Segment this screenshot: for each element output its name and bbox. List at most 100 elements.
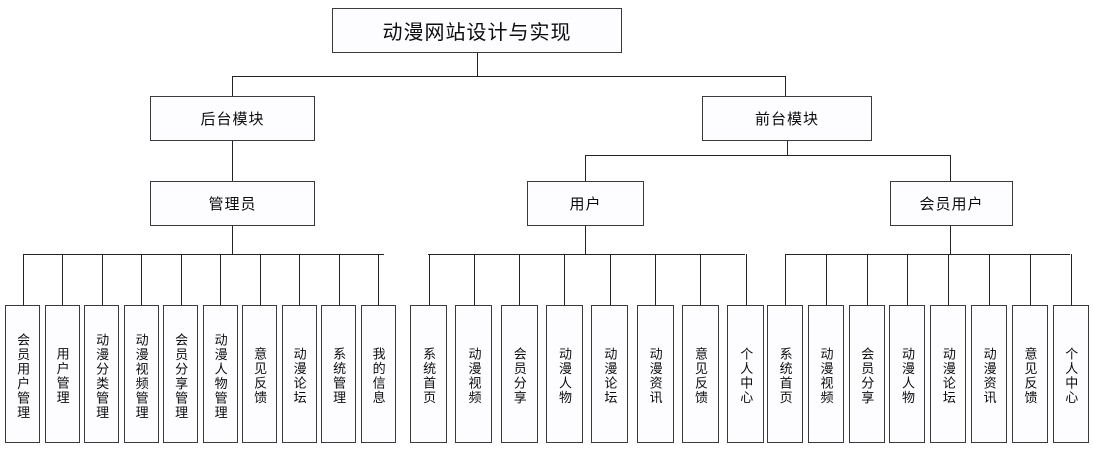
leaf-admin-drop-5 [180, 254, 182, 305]
leaf-member-8: 个人中心 [1052, 305, 1089, 443]
leaf-admin-1-label: 会员用户管理 [15, 332, 31, 420]
leaf-member-drop-4 [907, 254, 909, 305]
leaf-member-3: 会员分享 [848, 305, 885, 443]
leaf-user-drop-6 [655, 254, 656, 305]
leaf-member-1: 系统首页 [767, 305, 803, 443]
leaf-admin-6: 动漫人物管理 [202, 305, 238, 443]
leaf-user-drop-5 [609, 254, 611, 305]
leaf-user-5-label: 动漫论坛 [602, 347, 618, 405]
node-user: 用户 [527, 181, 644, 226]
leaf-member-drop-1 [785, 254, 786, 305]
leaf-member-3-label: 会员分享 [859, 347, 875, 405]
leaf-member-4: 动漫人物 [889, 305, 926, 443]
node-frontend-module-label: 前台模块 [754, 111, 819, 128]
leaf-admin-7-label: 意见反馈 [252, 347, 268, 405]
leaf-member-7-label: 意见反馈 [1022, 347, 1038, 405]
leaf-member-6: 动漫资讯 [971, 305, 1007, 443]
leaf-user-4: 动漫人物 [545, 305, 583, 443]
leaf-user-2: 动漫视频 [455, 305, 493, 443]
leaf-user-8: 个人中心 [727, 305, 765, 443]
node-frontend-module: 前台模块 [702, 96, 872, 141]
leaf-admin-3-label: 动漫分类管理 [94, 332, 110, 420]
leaf-admin-3: 动漫分类管理 [84, 305, 119, 443]
connector-root-stem [477, 53, 478, 76]
node-user-label: 用户 [569, 196, 602, 213]
node-administrator-label: 管理员 [208, 196, 257, 213]
leaf-user-3-label: 会员分享 [511, 347, 527, 405]
leaf-admin-drop-7 [259, 254, 261, 305]
leaf-admin-drop-3 [101, 254, 103, 305]
leaf-user-7-label: 意见反馈 [692, 347, 708, 405]
leaf-admin-drop-4 [141, 254, 142, 305]
leaf-member-drop-7 [1029, 254, 1031, 305]
leaf-admin-drop-1 [22, 254, 24, 305]
node-backend-module: 后台模块 [150, 96, 315, 141]
leaf-user-4-label: 动漫人物 [557, 347, 573, 405]
connector-backend-to-admin [232, 141, 233, 181]
connector-member-stem [950, 226, 951, 254]
leaf-user-drop-4 [564, 254, 566, 305]
leaf-admin-4: 动漫视频管理 [123, 305, 159, 443]
leaf-admin-2: 用户管理 [44, 305, 80, 443]
leaf-member-8-label: 个人中心 [1063, 347, 1079, 405]
leaf-member-drop-3 [866, 254, 868, 305]
leaf-member-drop-8 [1070, 254, 1072, 305]
node-member-user: 会员用户 [890, 181, 1013, 226]
leaf-user-drop-2 [473, 254, 475, 305]
leaf-admin-4-label: 动漫视频管理 [133, 332, 149, 420]
connector-admin-leaf-bus [24, 254, 384, 255]
leaf-user-1-label: 系统首页 [421, 347, 437, 405]
connector-to-member [950, 155, 951, 181]
leaf-member-4-label: 动漫人物 [900, 347, 916, 405]
leaf-admin-drop-8 [299, 254, 300, 305]
leaf-member-drop-6 [989, 254, 990, 305]
leaf-user-5: 动漫论坛 [591, 305, 629, 443]
leaf-admin-8-label: 动漫论坛 [291, 347, 307, 405]
connector-user-stem [585, 226, 586, 254]
leaf-admin-2-label: 用户管理 [54, 347, 70, 405]
leaf-admin-8: 动漫论坛 [281, 305, 317, 443]
leaf-user-3: 会员分享 [500, 305, 538, 443]
leaf-user-drop-7 [700, 254, 702, 305]
leaf-user-8-label: 个人中心 [738, 347, 754, 405]
leaf-member-1-label: 系统首页 [777, 347, 793, 405]
leaf-admin-5: 会员分享管理 [163, 305, 198, 443]
leaf-admin-10: 我的信息 [360, 305, 396, 443]
leaf-user-drop-3 [519, 254, 521, 305]
connector-to-user [585, 155, 586, 181]
node-member-user-label: 会员用户 [919, 196, 984, 213]
leaf-user-1: 系统首页 [410, 305, 447, 443]
leaf-member-7: 意见反馈 [1011, 305, 1048, 443]
leaf-admin-7: 意见反馈 [242, 305, 277, 443]
leaf-admin-drop-6 [220, 254, 221, 305]
leaf-admin-drop-9 [338, 254, 340, 305]
leaf-admin-9: 系统管理 [321, 305, 356, 443]
leaf-admin-1: 会员用户管理 [5, 305, 40, 443]
node-root-title: 动漫网站设计与实现 [332, 8, 622, 53]
connector-user-leaf-bus [428, 254, 745, 255]
leaf-member-drop-2 [825, 254, 827, 305]
leaf-admin-10-label: 我的信息 [370, 347, 386, 405]
leaf-member-2-label: 动漫视频 [818, 347, 834, 405]
connector-level3-bus [585, 155, 950, 156]
leaf-user-drop-1 [428, 254, 430, 305]
node-backend-module-label: 后台模块 [200, 111, 265, 128]
leaf-user-6: 动漫资讯 [636, 305, 674, 443]
node-administrator: 管理员 [150, 181, 315, 226]
connector-member-leaf-bus [785, 254, 1070, 255]
connector-to-frontend [785, 76, 786, 96]
leaf-user-2-label: 动漫视频 [466, 347, 482, 405]
leaf-admin-6-label: 动漫人物管理 [212, 332, 228, 420]
connector-admin-stem [232, 226, 233, 254]
leaf-member-6-label: 动漫资讯 [981, 347, 997, 405]
node-root-title-label: 动漫网站设计与实现 [382, 22, 572, 44]
connector-frontend-stem [787, 141, 788, 155]
leaf-user-drop-8 [745, 254, 747, 305]
leaf-member-drop-5 [948, 254, 950, 305]
leaf-admin-5-label: 会员分享管理 [173, 332, 189, 420]
leaf-member-2: 动漫视频 [807, 305, 844, 443]
leaf-member-5: 动漫论坛 [930, 305, 967, 443]
leaf-admin-drop-10 [378, 254, 379, 305]
leaf-user-7: 意见反馈 [681, 305, 719, 443]
